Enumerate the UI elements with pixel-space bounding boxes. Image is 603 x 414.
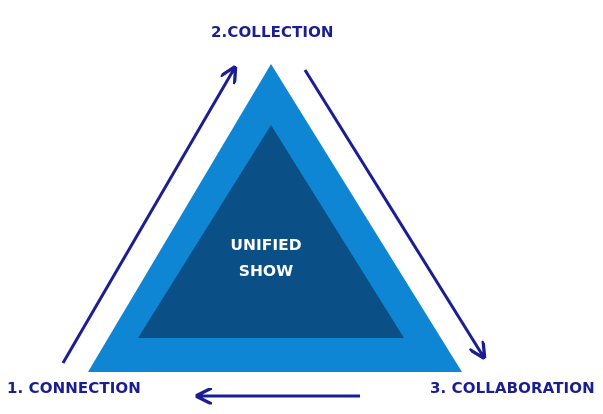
inner-triangle bbox=[138, 125, 404, 338]
stage-label-connection: 1. CONNECTION bbox=[7, 379, 141, 397]
center-label-line-1: UNIFIED bbox=[230, 236, 302, 254]
arrow-collection-to-collaboration bbox=[303, 69, 483, 356]
stage-label-collaboration: 3. COLLABORATION bbox=[430, 379, 595, 397]
center-label-line-2: SHOW bbox=[238, 262, 294, 280]
arrow-connection-to-collection bbox=[61, 69, 234, 364]
stage-label-collection: 2.COLLECTION bbox=[211, 23, 334, 41]
